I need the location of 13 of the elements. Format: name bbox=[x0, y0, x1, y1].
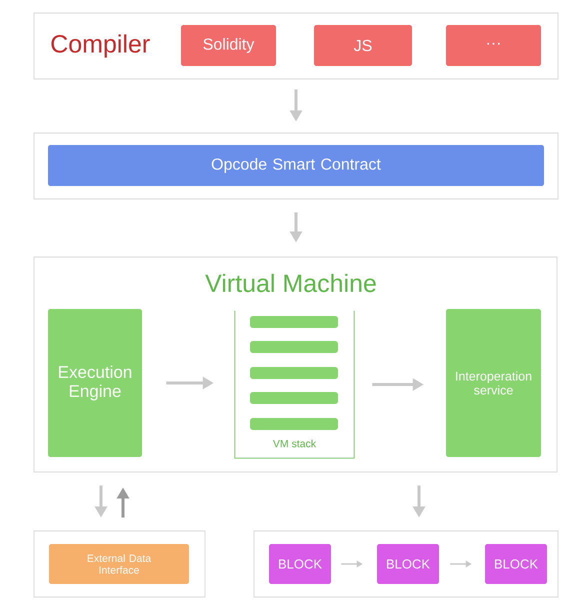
service-box: Interoperation service bbox=[446, 309, 541, 457]
panel-heading: Compiler bbox=[51, 34, 150, 58]
stack-frame: VM stack bbox=[234, 310, 355, 459]
panel-heading: Virtual Machine bbox=[205, 274, 376, 292]
language-box: JS bbox=[314, 25, 412, 66]
contract-box: Opcode Smart Contract bbox=[48, 145, 544, 186]
language-box: ··· bbox=[446, 25, 541, 66]
engine-box: Execution Engine bbox=[48, 309, 142, 457]
interface-box: External Data Interface bbox=[49, 544, 189, 584]
language-box: Solidity bbox=[181, 25, 276, 66]
block-box: BLOCK bbox=[485, 544, 547, 584]
block-box: BLOCK bbox=[377, 544, 439, 584]
block-box: BLOCK bbox=[269, 544, 331, 584]
